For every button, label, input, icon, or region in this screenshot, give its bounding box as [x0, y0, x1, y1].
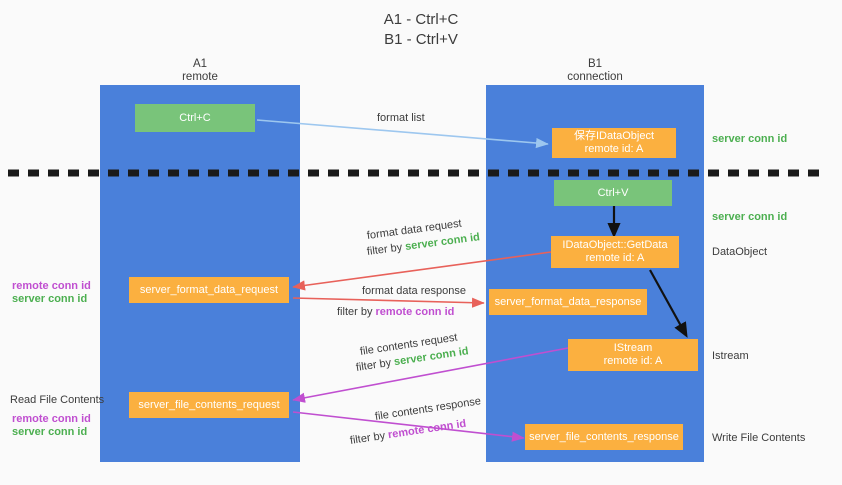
filter-value-remote-conn-id: remote conn id	[387, 417, 467, 442]
box-ctrl-c[interactable]: Ctrl+C	[135, 104, 255, 132]
filter-prefix: filter by	[355, 356, 395, 374]
filter-prefix: filter by	[366, 241, 406, 258]
right-label-dataobject: DataObject	[712, 246, 768, 258]
box-server-format-data-response[interactable]: server_format_data_response	[489, 289, 647, 315]
column-header-b1: B1 connection	[505, 58, 685, 84]
left-label-server-conn-id-1: server conn id	[12, 293, 88, 305]
box-istream-line1: IStream	[613, 342, 653, 354]
page-title: A1 - Ctrl+C B1 - Ctrl+V	[0, 10, 842, 50]
box-server-format-data-request[interactable]: server_format_data_request	[129, 277, 289, 303]
box-save-idataobject-line2: remote id: A	[584, 143, 644, 155]
right-label-server-conn-id-1: server conn id	[712, 133, 788, 145]
column-header-a1-name: A1	[192, 58, 208, 70]
edge-label-file-contents-response-filter: filter by remote conn id	[349, 417, 467, 448]
filter-prefix: filter by	[349, 429, 389, 447]
box-getdata-line1: IDataObject::GetData	[562, 239, 668, 251]
box-save-idataobject-line1: 保存IDataObject	[573, 130, 655, 142]
box-server-file-contents-response[interactable]: server_file_contents_response	[525, 424, 683, 450]
column-header-b1-sub: connection	[567, 71, 623, 83]
column-header-a1-sub: remote	[182, 71, 218, 83]
column-header-b1-name: B1	[587, 58, 603, 70]
box-istream[interactable]: IStream remote id: A	[568, 339, 698, 371]
arrow-format-data-response	[292, 297, 485, 308]
right-label-istream: Istream	[712, 350, 749, 362]
title-line-1: A1 - Ctrl+C	[383, 11, 459, 28]
left-label-remote-conn-id-1: remote conn id	[12, 280, 91, 292]
box-istream-line2: remote id: A	[603, 355, 663, 367]
edge-label-format-data-response-filter: filter by remote conn id	[337, 305, 454, 319]
box-save-idataobject[interactable]: 保存IDataObject remote id: A	[552, 128, 676, 158]
box-server-file-contents-request[interactable]: server_file_contents_request	[129, 392, 289, 418]
box-idataobject-getdata[interactable]: IDataObject::GetData remote id: A	[551, 236, 679, 268]
edge-label-format-list: format list	[377, 112, 425, 124]
title-line-2: B1 - Ctrl+V	[384, 31, 458, 48]
edge-label-file-contents-response: file contents response	[374, 395, 482, 423]
right-label-write-file-contents: Write File Contents	[712, 432, 806, 444]
box-ctrl-v[interactable]: Ctrl+V	[554, 180, 672, 206]
left-label-remote-conn-id-2: remote conn id	[12, 413, 91, 425]
column-header-a1: A1 remote	[110, 58, 290, 84]
left-label-read-file-contents: Read File Contents	[10, 394, 105, 406]
filter-prefix: filter by	[337, 306, 376, 318]
right-label-server-conn-id-2: server conn id	[712, 211, 788, 223]
left-label-server-conn-id-2: server conn id	[12, 426, 88, 438]
filter-value-remote-conn-id: remote conn id	[375, 306, 455, 318]
box-getdata-line2: remote id: A	[585, 252, 645, 264]
edge-label-format-data-response: format data response	[362, 285, 466, 297]
